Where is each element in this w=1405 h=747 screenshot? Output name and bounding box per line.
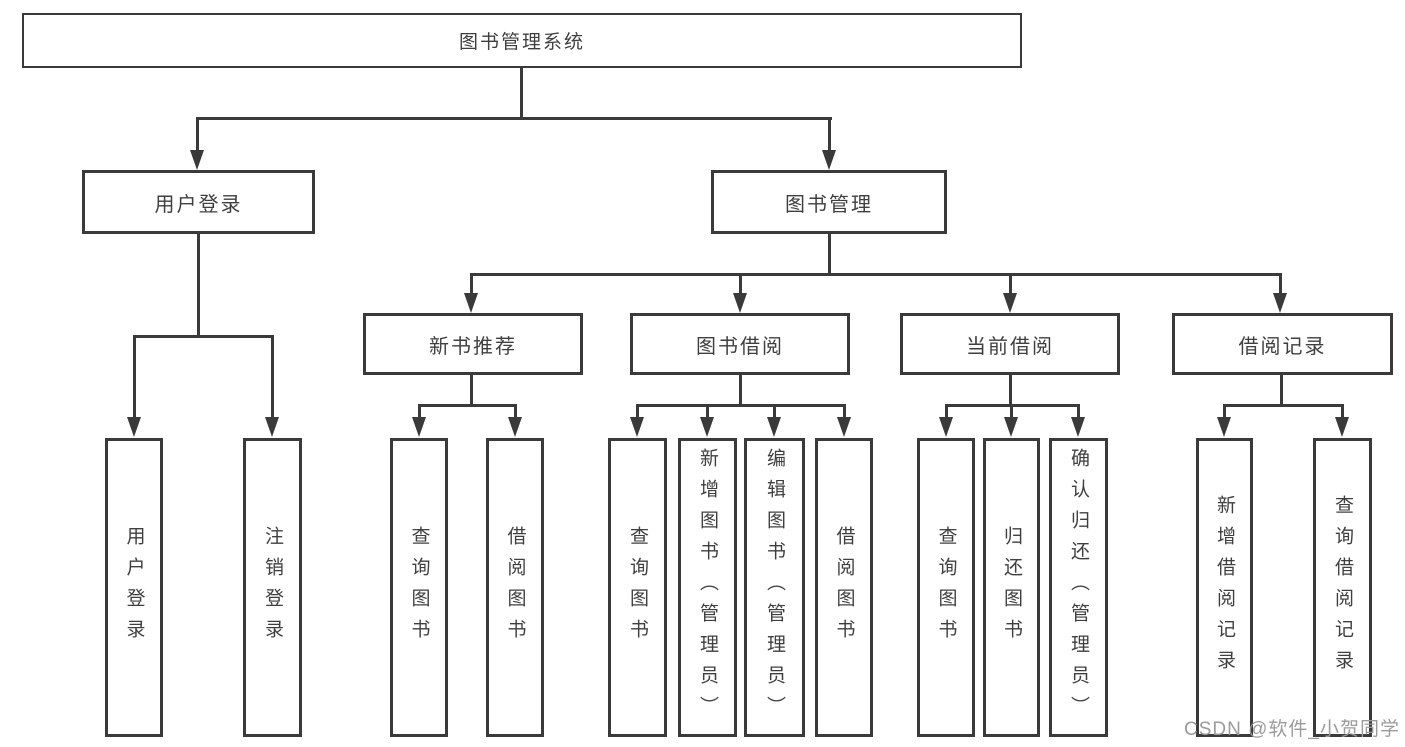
leaf-add-book-admin: 新增图书（管理员） bbox=[678, 438, 737, 737]
connector-leaf bbox=[773, 404, 776, 419]
leaf-query-book-recommend-label: 查询图书 bbox=[408, 525, 430, 650]
connector-leaf bbox=[1010, 404, 1013, 419]
leaf-logout: 注销登录 bbox=[243, 438, 302, 737]
connector-leaf bbox=[418, 404, 421, 419]
leaf-borrow-book-label: 借阅图书 bbox=[833, 525, 855, 650]
node-new-book-recommend-label: 新书推荐 bbox=[429, 335, 517, 358]
node-book-management: 图书管理 bbox=[711, 170, 947, 234]
connector-user-login-stub bbox=[197, 233, 200, 337]
leaf-borrow-book-recommend-label: 借阅图书 bbox=[504, 525, 526, 650]
node-root: 图书管理系统 bbox=[22, 13, 1022, 68]
arrowhead-down bbox=[190, 150, 204, 170]
connector-new-book-stub bbox=[470, 374, 473, 407]
connector-to-user-login bbox=[196, 117, 199, 153]
connector-to-book-borrow bbox=[739, 273, 742, 295]
node-book-management-label: 图书管理 bbox=[785, 193, 873, 216]
arrowhead-down bbox=[127, 417, 141, 437]
arrowhead-down bbox=[1217, 417, 1231, 437]
connector-root-stub bbox=[520, 66, 523, 118]
arrowhead-down bbox=[630, 417, 644, 437]
leaf-edit-book-admin: 编辑图书（管理员） bbox=[744, 438, 805, 737]
leaf-user-login: 用户登录 bbox=[105, 438, 163, 737]
arrowhead-down bbox=[265, 417, 279, 437]
connector-new-book-rail bbox=[418, 404, 517, 407]
leaf-borrow-book-recommend: 借阅图书 bbox=[486, 438, 544, 737]
leaf-query-book-recommend: 查询图书 bbox=[390, 438, 448, 737]
connector-leaf bbox=[1077, 404, 1080, 419]
arrowhead-down bbox=[1335, 417, 1349, 437]
connector-leaf bbox=[1341, 404, 1344, 419]
connector-borrow-records-rail bbox=[1223, 404, 1344, 407]
connector-to-new-book bbox=[470, 273, 473, 295]
node-root-label: 图书管理系统 bbox=[458, 32, 585, 53]
connector-leaf bbox=[636, 404, 639, 419]
connector-to-borrow-records bbox=[1279, 273, 1282, 295]
arrowhead-down bbox=[822, 150, 836, 170]
leaf-logout-label: 注销登录 bbox=[262, 525, 283, 650]
arrowhead-down bbox=[412, 417, 426, 437]
connector-book-borrow-rail bbox=[636, 404, 846, 407]
leaf-confirm-return-admin: 确认归还（管理员） bbox=[1049, 438, 1108, 737]
connector-leaf bbox=[843, 404, 846, 419]
connector-to-current-borrow bbox=[1009, 273, 1012, 295]
leaf-query-book-current-label: 查询图书 bbox=[935, 525, 957, 650]
connector-leaf bbox=[1223, 404, 1226, 419]
node-current-borrow: 当前借阅 bbox=[900, 313, 1120, 375]
leaf-query-borrow-record-label: 查询借阅记录 bbox=[1332, 494, 1353, 681]
leaf-add-borrow-record-label: 新增借阅记录 bbox=[1214, 494, 1235, 681]
arrowhead-down bbox=[464, 293, 478, 313]
connector-to-leaf-user-login bbox=[133, 335, 136, 419]
connector-to-leaf-logout bbox=[271, 335, 274, 419]
node-borrow-records-label: 借阅记录 bbox=[1238, 335, 1327, 358]
leaf-edit-book-admin-label: 编辑图书（管理员） bbox=[764, 448, 785, 727]
node-user-login-label: 用户登录 bbox=[154, 193, 243, 216]
connector-current-borrow-stub bbox=[1009, 374, 1012, 407]
arrowhead-down bbox=[1004, 417, 1018, 437]
leaf-confirm-return-admin-label: 确认归还（管理员） bbox=[1068, 448, 1089, 727]
node-borrow-records: 借阅记录 bbox=[1172, 313, 1393, 375]
connector-leaf bbox=[945, 404, 948, 419]
arrowhead-down bbox=[1273, 293, 1287, 313]
connector-borrow-records-stub bbox=[1280, 374, 1283, 407]
arrowhead-down bbox=[733, 293, 747, 313]
arrowhead-down bbox=[767, 417, 781, 437]
arrowhead-down bbox=[1071, 417, 1085, 437]
node-book-borrow-label: 图书借阅 bbox=[696, 335, 784, 358]
node-user-login: 用户登录 bbox=[82, 170, 315, 234]
leaf-return-book-label: 归还图书 bbox=[1001, 525, 1022, 650]
arrowhead-down bbox=[1003, 293, 1017, 313]
connector-leaf bbox=[514, 404, 517, 419]
connector-leaf bbox=[706, 404, 709, 419]
node-current-borrow-label: 当前借阅 bbox=[966, 335, 1054, 358]
leaf-query-book-borrow: 查询图书 bbox=[608, 438, 667, 737]
connector-book-borrow-stub bbox=[739, 374, 742, 407]
node-book-borrow: 图书借阅 bbox=[630, 313, 850, 375]
node-new-book-recommend: 新书推荐 bbox=[363, 313, 583, 375]
leaf-user-login-label: 用户登录 bbox=[123, 525, 145, 650]
leaf-return-book: 归还图书 bbox=[983, 438, 1040, 737]
csdn-watermark: CSDN @软件_小贺同学 bbox=[1184, 719, 1400, 740]
connector-level2-rail bbox=[196, 117, 832, 120]
leaf-add-book-admin-label: 新增图书（管理员） bbox=[697, 448, 718, 727]
connector-user-login-rail bbox=[133, 335, 274, 338]
arrowhead-down bbox=[837, 417, 851, 437]
connector-level3-rail bbox=[470, 273, 1282, 276]
arrowhead-down bbox=[508, 417, 522, 437]
leaf-borrow-book: 借阅图书 bbox=[815, 438, 873, 737]
leaf-query-borrow-record: 查询借阅记录 bbox=[1313, 438, 1372, 737]
arrowhead-down bbox=[700, 417, 714, 437]
connector-book-management-stub bbox=[828, 233, 831, 275]
leaf-query-book-borrow-label: 查询图书 bbox=[627, 525, 648, 650]
arrowhead-down bbox=[939, 417, 953, 437]
leaf-query-book-current: 查询图书 bbox=[917, 438, 975, 737]
leaf-add-borrow-record: 新增借阅记录 bbox=[1196, 438, 1253, 737]
connector-to-book-management bbox=[828, 117, 831, 153]
